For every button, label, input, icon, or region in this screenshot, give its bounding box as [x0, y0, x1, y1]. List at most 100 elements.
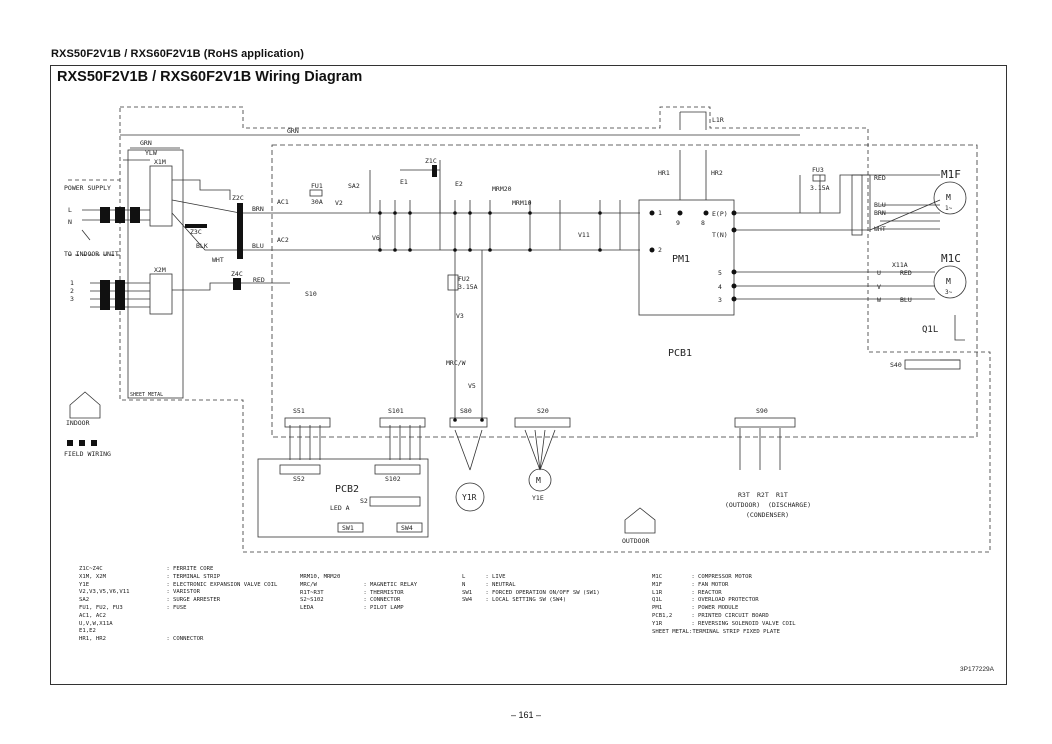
label-n: N — [68, 218, 72, 226]
label-s40: S40 — [890, 361, 902, 369]
legend-row: L:LIVE — [462, 574, 506, 580]
label-to-indoor: TO INDOOR UNIT — [64, 250, 119, 258]
diagram-frame — [50, 65, 1007, 685]
diagram-title: RXS50F2V1B / RXS60F2V1B Wiring Diagram — [57, 69, 363, 85]
y1e-coil — [528, 468, 552, 492]
label-l: L — [68, 206, 72, 214]
label-indoor: INDOOR — [66, 419, 90, 427]
label-field-wiring: FIELD WIRING — [64, 450, 111, 458]
legend-column-4: M1C:COMPRESSOR MOTOR M1F:FAN MOTOR L1R:R… — [652, 574, 796, 636]
label-s52: S52 — [293, 475, 305, 483]
label-y1e: Y1E — [532, 494, 544, 502]
label-pm1-pin5: 5 — [718, 269, 722, 277]
y1r-coil — [455, 482, 485, 512]
document-code: 3P177229A — [960, 666, 994, 673]
label-mrm20: MRM20 — [492, 185, 512, 193]
legend-row: PCB1,2:PRINTED CIRCUIT BOARD — [652, 612, 769, 619]
legend-row: S2~S102:CONNECTOR — [300, 597, 401, 604]
legend-column-1: Z1C~Z4C:FERRITE CORE X1M, X2M:TERMINAL S… — [79, 566, 277, 644]
label-fu1-val: 30A — [311, 198, 323, 206]
label-y1r: Y1R — [462, 493, 477, 502]
label-power-supply: POWER SUPPLY — [64, 184, 111, 192]
legend-column-2: MRM10, MRM20 MRC/W:MAGNETIC RELAY R1T~R3… — [300, 574, 417, 613]
label-s51: S51 — [293, 407, 305, 415]
label-pcb2: PCB2 — [335, 484, 359, 495]
label-v2: V2 — [335, 199, 343, 207]
legend-row: E1,E2 — [79, 628, 96, 635]
label-pin2: 2 — [70, 287, 74, 295]
legend-row: LEDA:PILOT LAMP — [300, 605, 404, 612]
label-hr2: HR2 — [711, 169, 723, 177]
label-fan-wht: WHT — [874, 225, 886, 233]
legend-row: FU1, FU2, FU3:FUSE — [79, 604, 187, 611]
legend-row: R1T~R3T:THERMISTOR — [300, 589, 404, 596]
label-comp-red: RED — [900, 269, 912, 277]
label-r1t: R1T — [776, 491, 788, 499]
label-m1c: M1C — [941, 252, 961, 265]
legend-column-3: L:LIVE N:NEUTRAL SW1:FORCED OPERATION ON… — [462, 574, 600, 605]
label-pin-v: V — [877, 283, 881, 291]
label-x1m: X1M — [154, 158, 166, 166]
label-blu: BLU — [252, 242, 264, 250]
label-discharge-paren: (DISCHARGE) — [768, 501, 811, 509]
label-pin-u: U — [877, 269, 881, 277]
label-pin3: 3 — [70, 295, 74, 303]
label-s80: S80 — [460, 407, 472, 415]
label-v11: V11 — [578, 231, 590, 239]
legend-row: M1F:FAN MOTOR — [652, 581, 729, 588]
label-red: RED — [253, 276, 265, 284]
label-fu3-val: 3.15A — [810, 184, 830, 192]
label-ylw: YLW — [145, 149, 157, 157]
label-sw1: SW1 — [342, 524, 354, 532]
label-mrm10: MRM10 — [512, 199, 532, 207]
label-ac1: AC1 — [277, 198, 289, 206]
label-s10: S10 — [305, 290, 317, 298]
label-fu2-val: 3.15A — [458, 283, 478, 291]
legend-row: MRM10, MRM20 — [300, 574, 341, 580]
legend-row: AC1, AC2 — [79, 612, 106, 619]
label-pm1: PM1 — [672, 254, 690, 265]
label-pm1-pin3: 3 — [718, 296, 722, 304]
label-pin1: 1 — [70, 279, 74, 287]
label-r2t: R2T — [757, 491, 769, 499]
pcb2-box — [257, 458, 429, 538]
label-m1f: M1F — [941, 168, 961, 181]
label-fan-red: RED — [874, 174, 886, 182]
m1c-motor — [933, 265, 967, 299]
page-header: RXS50F2V1B / RXS60F2V1B (RoHS applicatio… — [51, 48, 304, 60]
legend-row: U,V,W,X11A — [79, 620, 113, 627]
label-v5: V5 — [468, 382, 476, 390]
label-s101: S101 — [388, 407, 404, 415]
label-sw4: SW4 — [401, 524, 413, 532]
label-v6: V6 — [372, 234, 380, 242]
label-x2m: X2M — [154, 266, 166, 274]
label-sheet-metal: SHEET METAL — [130, 392, 163, 398]
label-outdoor-paren: (OUTDOOR) — [725, 501, 760, 509]
page-number: – 161 – — [510, 710, 542, 720]
label-pm1-pin8: 8 — [701, 219, 705, 227]
label-outdoor: OUTDOOR — [622, 537, 649, 545]
label-r3t: R3T — [738, 491, 750, 499]
label-led-a: LED A — [330, 504, 350, 512]
label-pm1-pin1: 1 — [658, 209, 662, 217]
legend-row: M1C:COMPRESSOR MOTOR — [652, 574, 752, 580]
label-grn-top: GRN — [287, 127, 299, 135]
label-blk: BLK — [196, 242, 208, 250]
label-m1c-m: M — [946, 277, 951, 286]
legend-row: HR1, HR2:CONNECTOR — [79, 636, 204, 643]
label-z2c: Z2C — [232, 194, 244, 202]
m1f-motor — [933, 181, 967, 215]
label-grn-left: GRN — [140, 139, 152, 147]
label-wht: WHT — [212, 256, 224, 264]
outdoor-unit-boundary — [119, 106, 991, 553]
label-l1r: L1R — [712, 116, 724, 124]
label-comp-blu: BLU — [900, 296, 912, 304]
label-fu1: FU1 — [311, 182, 323, 190]
legend-row: L1R:REACTOR — [652, 589, 722, 596]
label-condenser-paren: (CONDENSER) — [746, 511, 789, 519]
label-x11a: X11A — [892, 261, 908, 269]
label-e2: E2 — [455, 180, 463, 188]
label-q1l: Q1L — [922, 325, 938, 335]
label-pm1-pin2: 2 — [658, 246, 662, 254]
legend-row: Y1E:ELECTRONIC EXPANSION VALVE COIL — [79, 581, 278, 588]
